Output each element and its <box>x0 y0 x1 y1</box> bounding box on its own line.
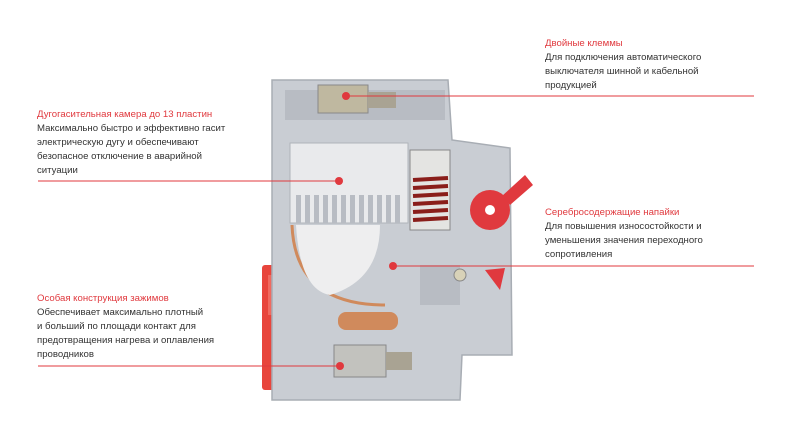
callout-text: и больший по площади контакт для <box>37 321 196 332</box>
callout-text: Максимально быстро и эффективно гасит <box>37 123 226 134</box>
callout-text: безопасное отключение в аварийной <box>37 151 202 162</box>
callout-text: проводников <box>37 349 94 360</box>
marker-silver-contacts <box>389 262 397 270</box>
callout-title: Особая конструкция зажимов <box>37 293 169 304</box>
marker-terminals <box>342 92 350 100</box>
callout-text: ситуации <box>37 165 78 176</box>
callout-text: сопротивления <box>545 249 613 260</box>
marker-arc-chamber <box>335 177 343 185</box>
top-terminal <box>317 84 369 114</box>
callout-text: электрическую дугу и обеспечивают <box>37 137 199 148</box>
bottom-terminal <box>333 344 387 378</box>
callout-text: Для повышения износостойкости и <box>545 221 702 232</box>
callout-title: Двойные клеммы <box>545 38 623 49</box>
callout-text: выключателя шинной и кабельной <box>545 66 699 77</box>
callout-arc-chamber: Дугогасительная камера до 13 пластин Мак… <box>37 108 225 178</box>
marker-clamps <box>336 362 344 370</box>
callout-terminals: Двойные клеммы Для подключения автоматич… <box>545 37 701 93</box>
callout-silver-contacts: Серебросодержащие напайки Для повышения … <box>545 206 703 262</box>
callout-title: Серебросодержащие напайки <box>545 207 680 218</box>
callout-text: продукцией <box>545 80 597 91</box>
callout-lines <box>38 95 754 367</box>
callout-text: предотвращения нагрева и оплавления <box>37 335 215 346</box>
callout-text: Для подключения автоматического <box>545 52 702 63</box>
callout-clamps: Особая конструкция зажимов Обеспечивает … <box>37 292 214 362</box>
callout-title: Дугогасительная камера до 13 пластин <box>37 109 213 120</box>
callout-text: уменьшения значения переходного <box>545 235 703 246</box>
callout-text: Обеспечивает максимально плотный <box>37 307 204 318</box>
